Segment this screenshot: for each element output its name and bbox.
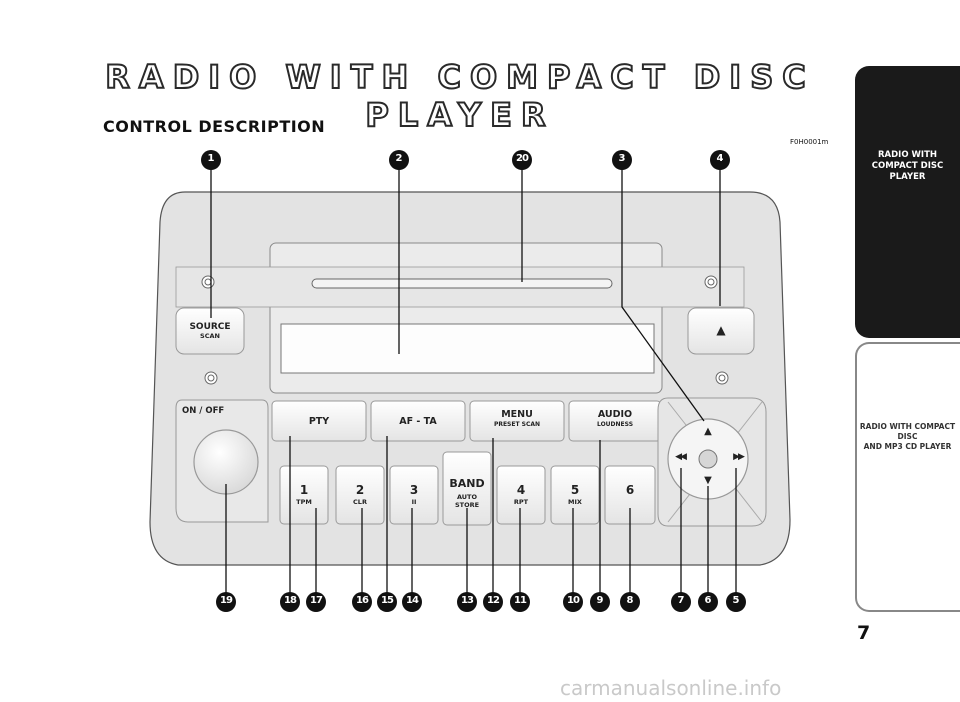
preset-3-button[interactable] [389, 465, 439, 525]
tab-radio-mp3[interactable] [855, 342, 960, 612]
source-button[interactable] [175, 307, 245, 355]
preset-2-button[interactable] [335, 465, 385, 525]
af-ta-button[interactable] [370, 400, 466, 442]
rewind-icon[interactable]: ◀◀ [675, 452, 687, 462]
audio-button-label: AUDIO LOUDNESS [569, 410, 661, 429]
callout-13: 13 [461, 595, 474, 606]
tab-radio-mp3-line2: AND MP3 CD PLAYER [863, 442, 952, 451]
preset-3-label: 3 [409, 483, 419, 497]
tab-radio-cd-line1: RADIO WITH [878, 150, 937, 160]
preset-2-sub-label: CLR [353, 498, 367, 506]
up-arrow-icon[interactable]: ▲ [704, 426, 712, 437]
band-sub2-label: STORE [454, 501, 480, 509]
callout-1: 1 [207, 153, 215, 164]
tab-radio-cd-label: RADIO WITH COMPACT DISC PLAYER [855, 150, 960, 183]
preset-2-label-group: 2 CLR [336, 484, 384, 507]
eject-icon: ▲ [716, 323, 726, 337]
preset-1-label-group: 1 TPM [280, 484, 328, 507]
pty-button[interactable] [271, 400, 367, 442]
callout-2: 2 [395, 153, 403, 164]
menu-button[interactable] [469, 400, 565, 442]
tab-radio-cd[interactable] [855, 66, 960, 338]
band-label: BAND [449, 477, 485, 490]
preset-5-label: 5 [570, 483, 580, 497]
callout-18: 18 [284, 595, 297, 606]
callout-8: 8 [626, 595, 634, 606]
preset-1-label: 1 [299, 483, 309, 497]
pty-label: PTY [308, 416, 330, 427]
display-screen [280, 323, 655, 374]
callout-16: 16 [356, 595, 369, 606]
preset-4-button[interactable] [496, 465, 546, 525]
on-off-label: ON / OFF [182, 406, 225, 416]
fast-forward-icon[interactable]: ▶▶ [733, 452, 745, 462]
band-sub1-label: AUTO [456, 493, 478, 501]
preset-5-label-group: 5 MIX [551, 484, 599, 507]
page-number: 7 [857, 622, 871, 644]
preset-3-label-group: 3 II [390, 484, 438, 507]
preset-4-label-group: 4 RPT [497, 484, 545, 507]
tab-radio-mp3-label: RADIO WITH COMPACT DISC AND MP3 CD PLAYE… [855, 422, 960, 452]
preset-2-label: 2 [355, 483, 365, 497]
nav-center-button[interactable] [698, 449, 718, 469]
callout-7: 7 [677, 595, 685, 606]
callout-20: 20 [516, 153, 529, 164]
callout-badges [201, 150, 746, 612]
watermark: carmanualsonline.info [560, 676, 782, 700]
source-sub-label: SCAN [200, 332, 220, 340]
callout-9: 9 [596, 595, 604, 606]
cd-slot[interactable] [311, 278, 613, 289]
section-heading: CONTROL DESCRIPTION [103, 117, 326, 136]
callout-4: 4 [716, 153, 724, 164]
source-label: SOURCE [189, 322, 231, 332]
page-title: RADIO WITH COMPACT DISC PLAYER [104, 57, 815, 135]
menu-button-label: MENU PRESET SCAN [470, 410, 564, 429]
callout-11: 11 [514, 595, 527, 606]
preset-4-sub-label: RPT [513, 498, 529, 506]
callout-5: 5 [732, 595, 740, 606]
callout-15: 15 [381, 595, 394, 606]
band-label-group: BAND AUTO STORE [443, 477, 491, 510]
callout-14: 14 [406, 595, 419, 606]
preset-1-sub-label: TPM [296, 498, 312, 506]
preset-5-sub-label: MIX [568, 498, 582, 506]
preset-6-label: 6 [625, 483, 635, 497]
preset-4-label: 4 [516, 483, 526, 497]
callout-12: 12 [487, 595, 500, 606]
callout-3: 3 [618, 153, 626, 164]
callout-6: 6 [704, 595, 712, 606]
down-arrow-icon[interactable]: ▼ [704, 475, 712, 486]
tab-radio-cd-line2: COMPACT DISC PLAYER [871, 161, 944, 182]
leader-lines [210, 164, 737, 595]
source-button-label: SOURCE SCAN [176, 323, 244, 341]
menu-sub-label: PRESET SCAN [493, 421, 541, 428]
menu-label: MENU [501, 409, 533, 420]
eject-button[interactable] [687, 307, 755, 355]
figure-code: F0H0001m [790, 138, 829, 146]
tab-radio-mp3-line1: RADIO WITH COMPACT DISC [859, 422, 956, 441]
preset-5-button[interactable] [550, 465, 600, 525]
preset-3-sub-label: II [411, 498, 417, 506]
callout-17: 17 [310, 595, 323, 606]
af-ta-label: AF - TA [399, 416, 437, 427]
audio-sub-label: LOUDNESS [596, 421, 634, 428]
callout-10: 10 [567, 595, 580, 606]
callout-19: 19 [220, 595, 233, 606]
audio-label: AUDIO [597, 409, 633, 420]
